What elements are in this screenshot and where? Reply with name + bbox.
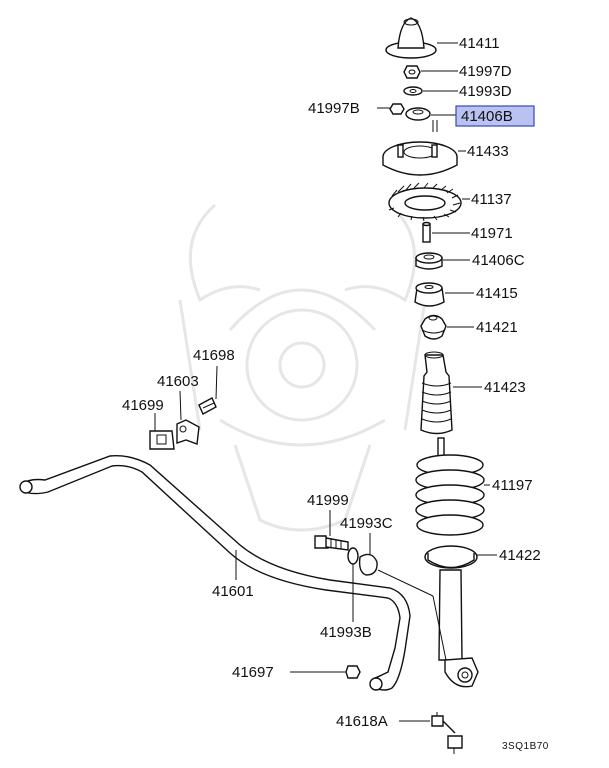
part-41603-bracket [176,419,200,445]
label-41137: 41137 [471,191,512,208]
label-41997B: 41997B [308,100,360,117]
part-41423-boot [420,351,453,435]
label-41997D: 41997D [459,63,512,80]
part-41197-spring [415,437,485,536]
part-41997B-nut [389,103,405,115]
label-41422: 41422 [499,547,541,564]
part-41421-bumper [420,314,447,340]
label-41603: 41603 [157,373,199,390]
label-41699: 41699 [122,397,164,414]
part-41422-strut [424,545,479,688]
part-41137-seat [388,182,462,222]
label-41406C: 41406C [472,252,525,269]
label-41698: 41698 [193,347,235,364]
part-41433-mount [382,141,458,176]
label-41421: 41421 [476,319,518,336]
label-41993C: 41993C [340,515,393,532]
part-41699-bushing [149,430,175,450]
label-41601: 41601 [212,583,254,600]
label-41423: 41423 [484,379,526,396]
part-41618A-link [431,712,463,754]
label-41993D: 41993D [459,83,512,100]
part-41697-nut [345,665,361,679]
label-41697: 41697 [232,664,274,681]
part-41406B-bushing [405,107,438,132]
label-41971: 41971 [471,225,513,242]
part-41415-cup [414,282,445,307]
label-41999: 41999 [307,492,349,509]
diagram-code: 3SQ1B70 [502,741,549,752]
part-41997D-nut [403,65,421,79]
label-41411: 41411 [459,35,500,52]
label-41618A: 41618A [336,713,388,730]
part-41971-pin [422,221,431,243]
label-41993B: 41993B [320,624,372,641]
part-41993C-bushing [358,553,378,576]
label-41415: 41415 [476,285,518,302]
part-41601-stabilizer-bar [19,455,411,691]
label-41197: 41197 [492,477,533,494]
label-41406B[interactable]: 41406B [461,108,513,125]
part-41993D-washer [403,86,423,96]
watermark-logo [178,203,427,532]
label-41433: 41433 [467,143,509,160]
part-41411-cap [385,17,437,59]
part-41999-bolt [314,535,349,551]
highlight-box [455,105,535,127]
part-41993B-washer [347,547,359,565]
part-41406C-bushing [415,252,443,270]
part-41698-bolt [198,397,217,415]
